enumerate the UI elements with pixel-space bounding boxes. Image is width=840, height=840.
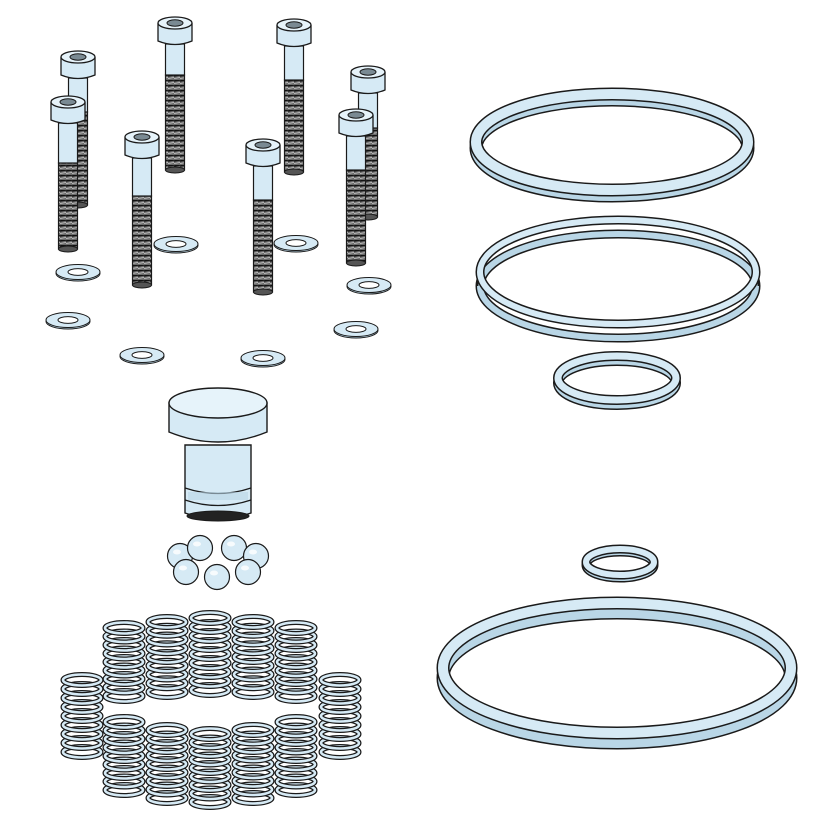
washer-group — [45, 235, 392, 368]
compression-spring — [188, 610, 232, 698]
steel-ball — [186, 534, 214, 562]
socket-head-cap-screw — [124, 130, 160, 289]
flat-washer — [55, 264, 101, 282]
compression-spring — [231, 722, 275, 806]
compression-spring — [188, 726, 232, 810]
steel-ball — [203, 563, 231, 591]
steel-ball — [220, 534, 248, 562]
steel-ball — [172, 558, 200, 586]
flat-washer — [153, 236, 199, 254]
flat-washer — [333, 321, 379, 339]
o-ring — [553, 351, 681, 410]
compression-spring — [145, 722, 189, 806]
steel-ball — [234, 558, 262, 586]
o-ring — [475, 215, 761, 343]
spring-group — [60, 610, 362, 810]
compression-spring — [274, 714, 318, 798]
compression-spring — [102, 714, 146, 798]
compression-spring — [60, 672, 104, 760]
o-ring-group — [436, 87, 798, 750]
o-ring — [436, 596, 798, 750]
compression-spring — [274, 620, 318, 704]
o-ring — [469, 87, 755, 203]
piston-plug-group — [168, 387, 268, 522]
piston-plug — [168, 387, 268, 522]
flat-washer — [119, 347, 165, 365]
socket-head-cap-screw — [157, 16, 193, 174]
flat-washer — [346, 277, 392, 295]
flat-washer — [273, 235, 319, 253]
socket-head-cap-screw — [245, 138, 281, 296]
socket-head-cap-screw — [50, 95, 86, 253]
compression-spring — [231, 614, 275, 700]
compression-spring — [102, 620, 146, 704]
compression-spring — [145, 614, 189, 700]
socket-head-cap-screw — [276, 18, 312, 176]
flat-washer — [240, 350, 286, 368]
socket-head-cap-screw — [338, 108, 374, 267]
o-ring — [581, 544, 659, 583]
screw-group — [50, 16, 386, 296]
compression-spring — [318, 672, 362, 760]
flat-washer — [45, 312, 91, 330]
ball-group — [166, 534, 270, 591]
